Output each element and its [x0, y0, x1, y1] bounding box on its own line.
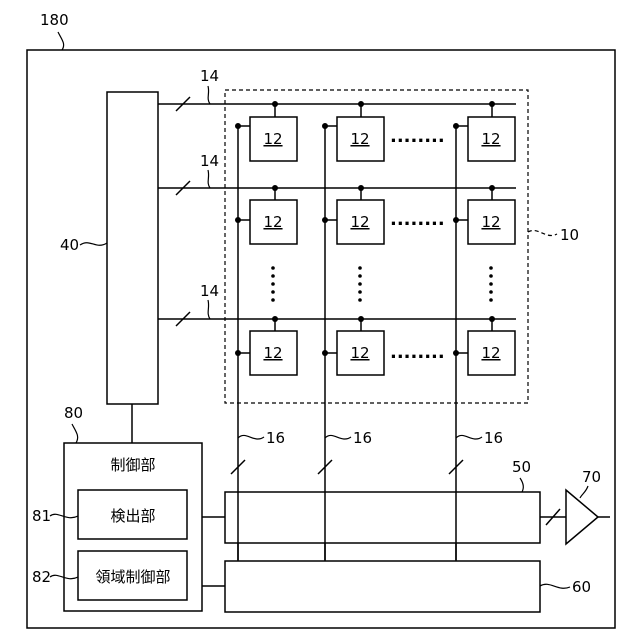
row-line-leader-3: [208, 300, 210, 319]
cell-label: 12: [481, 130, 500, 148]
amplifier-icon: [566, 490, 598, 544]
cell-label: 12: [481, 213, 500, 231]
device-leader: [58, 32, 64, 50]
cell-labels: 12 12 12 12 12 12 12 12 12: [263, 130, 500, 362]
row-line-leader-2: [208, 170, 210, 188]
region-controller-title: 領域制御部: [95, 568, 170, 586]
amplifier-label: 70: [582, 468, 601, 486]
column-line-label-2: 16: [353, 429, 372, 447]
column-line-leader-3: [456, 435, 482, 439]
controller-leader: [72, 424, 78, 443]
row-line-leader-1: [208, 86, 210, 104]
readout-label: 50: [512, 458, 531, 476]
memory-leader: [540, 584, 570, 588]
horizontal-ellipsis: ........: [390, 209, 445, 230]
row-line-label-2: 14: [200, 152, 219, 170]
memory-label: 60: [572, 578, 591, 596]
scanner-block: [107, 92, 158, 404]
scanner-label: 40: [60, 236, 79, 254]
column-line-leader-1: [238, 435, 264, 439]
column-line-leader-2: [325, 435, 351, 439]
cell-label: 12: [263, 344, 282, 362]
horizontal-ellipsis: ........: [390, 126, 445, 147]
horizontal-ellipsis: ........: [390, 342, 445, 363]
amplifier-leader: [580, 486, 588, 498]
column-line-label-3: 16: [484, 429, 503, 447]
device-frame: [27, 50, 615, 628]
readout-leader: [520, 478, 523, 492]
scanner-leader: [80, 243, 107, 246]
readout-block: [225, 492, 540, 543]
cell-label: 12: [350, 344, 369, 362]
vertical-ellipses: [271, 266, 493, 302]
region-controller-label: 82: [32, 568, 51, 586]
row-line-label-3: 14: [200, 282, 219, 300]
cell-label: 12: [263, 213, 282, 231]
cell-label: 12: [350, 130, 369, 148]
detector-label: 81: [32, 507, 51, 525]
cell-label: 12: [263, 130, 282, 148]
controller-title: 制御部: [110, 456, 155, 474]
memory-block: [225, 561, 540, 612]
row-line-label-1: 14: [200, 67, 219, 85]
column-line-label-1: 16: [266, 429, 285, 447]
controller-label: 80: [64, 404, 83, 422]
cell-label: 12: [350, 213, 369, 231]
array-leader: [528, 230, 557, 235]
detector-title: 検出部: [110, 507, 155, 525]
device-label: 180: [40, 11, 69, 29]
array-label: 10: [560, 226, 579, 244]
cell-label: 12: [481, 344, 500, 362]
